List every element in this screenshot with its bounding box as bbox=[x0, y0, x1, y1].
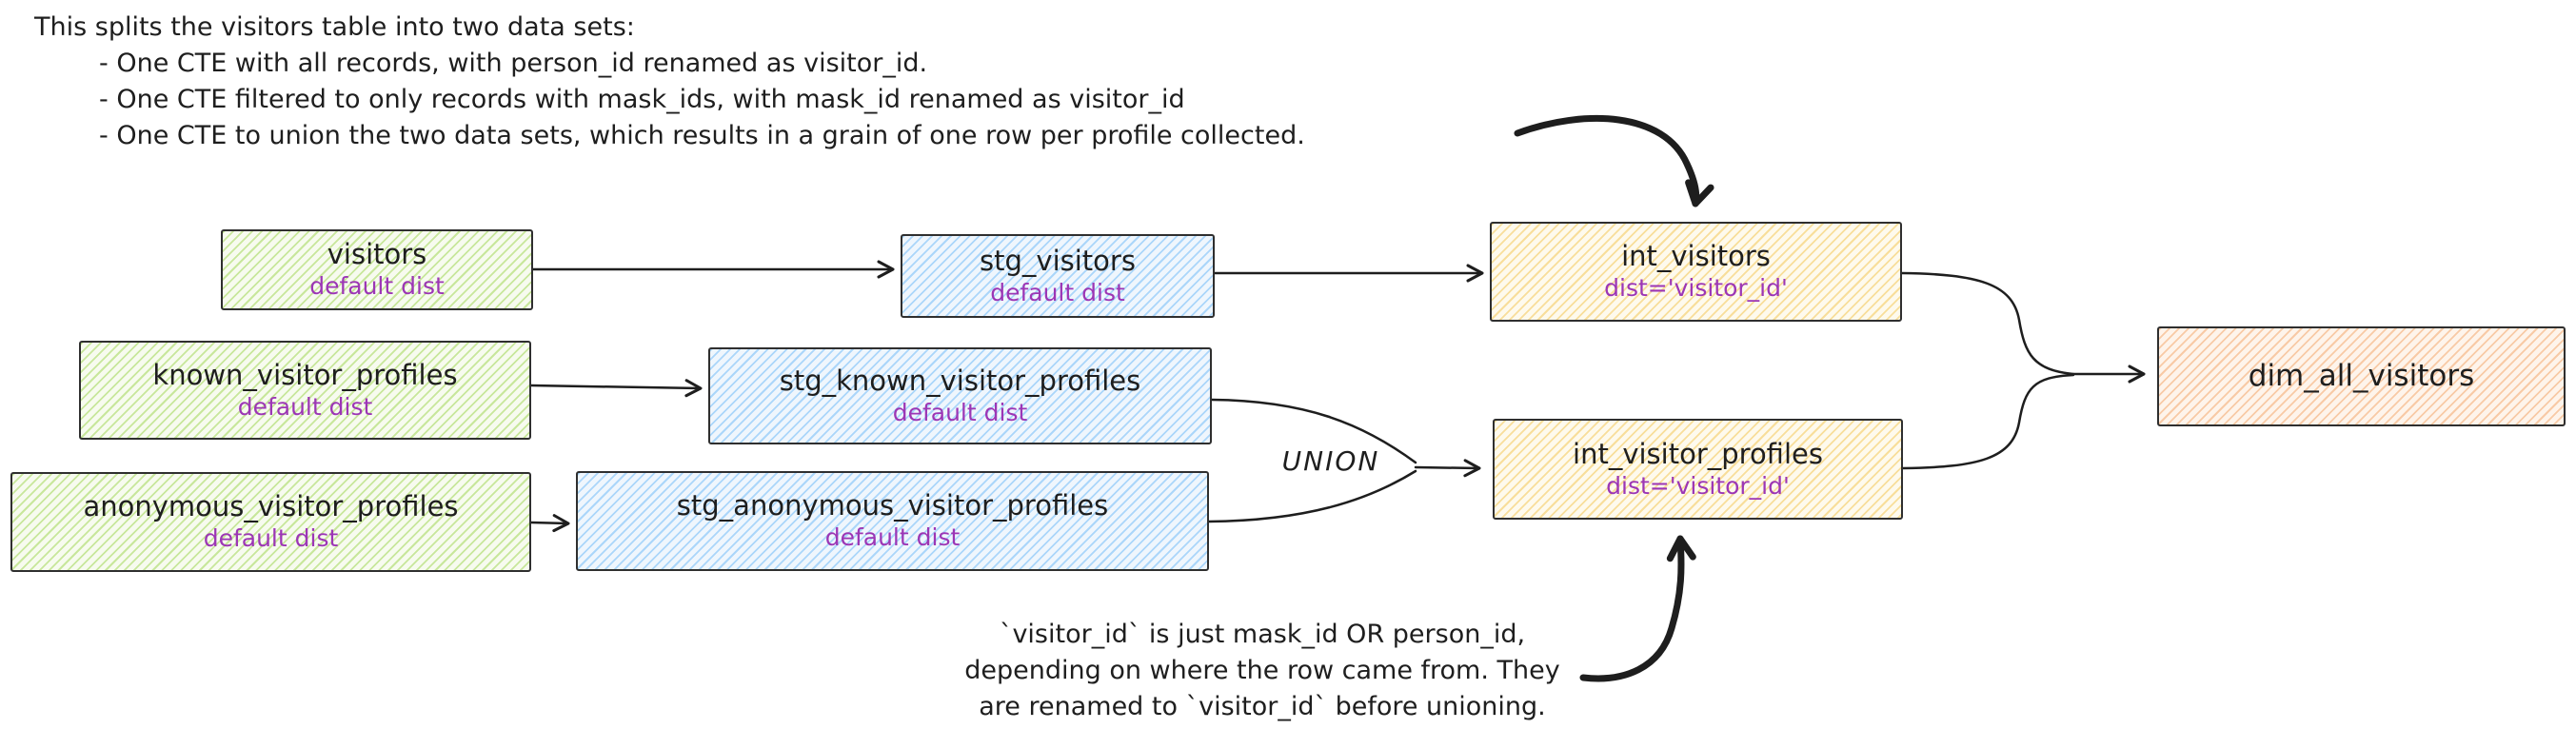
bottom-note-line-2: depending on where the row came from. Th… bbox=[964, 656, 1560, 685]
arrow-union-to-int-visitor-profiles bbox=[1414, 459, 1481, 478]
node-subtitle: default dist bbox=[237, 392, 373, 421]
union-label: UNION bbox=[1281, 445, 1380, 477]
bottom-note: `visitor_id` is just mask_id OR person_i… bbox=[942, 617, 1582, 725]
node-title: dim_all_visitors bbox=[2248, 359, 2475, 394]
bottom-note-line-3: are renamed to `visitor_id` before union… bbox=[979, 692, 1546, 721]
curve-int-visitor-profiles-to-merge bbox=[1901, 373, 2075, 470]
top-note: This splits the visitors table into two … bbox=[34, 10, 1305, 154]
curve-stg-anon-to-union bbox=[1207, 469, 1417, 523]
node-stg-anonymous-visitor-profiles: stg_anonymous_visitor_profiles default d… bbox=[576, 471, 1209, 571]
curve-stg-known-to-union bbox=[1210, 398, 1417, 464]
annotation-arrow-bottom-note-to-int-visitor-profiles bbox=[1579, 535, 1696, 682]
node-int-visitors: int_visitors dist='visitor_id' bbox=[1490, 222, 1902, 322]
top-note-bullet-2: - One CTE filtered to only records with … bbox=[99, 85, 1185, 114]
node-subtitle: default dist bbox=[309, 272, 445, 301]
curve-int-visitors-to-merge bbox=[1900, 271, 2075, 376]
arrow-known-to-stg-known bbox=[529, 379, 703, 398]
node-subtitle: default dist bbox=[824, 523, 961, 552]
node-title: known_visitor_profiles bbox=[152, 358, 458, 391]
node-title: visitors bbox=[327, 238, 427, 271]
node-subtitle: default dist bbox=[990, 278, 1125, 306]
bottom-note-line-1: `visitor_id` is just mask_id OR person_i… bbox=[999, 620, 1526, 649]
node-subtitle: dist='visitor_id' bbox=[1606, 471, 1790, 500]
node-subtitle: default dist bbox=[892, 398, 1028, 426]
node-title: stg_visitors bbox=[980, 244, 1136, 277]
node-title: stg_known_visitor_profiles bbox=[779, 364, 1141, 397]
node-title: int_visitors bbox=[1621, 240, 1771, 273]
node-known-visitor-profiles: known_visitor_profiles default dist bbox=[79, 341, 531, 440]
top-note-bullet-1: - One CTE with all records, with person_… bbox=[99, 49, 928, 78]
node-dim-all-visitors: dim_all_visitors bbox=[2157, 326, 2566, 426]
node-subtitle: default dist bbox=[203, 524, 339, 553]
annotation-arrow-top-note-to-int-visitors bbox=[1514, 114, 1714, 207]
node-title: stg_anonymous_visitor_profiles bbox=[676, 489, 1109, 522]
node-int-visitor-profiles: int_visitor_profiles dist='visitor_id' bbox=[1493, 419, 1903, 520]
arrow-anon-to-stg-anon bbox=[529, 514, 570, 533]
node-stg-known-visitor-profiles: stg_known_visitor_profiles default dist bbox=[708, 347, 1212, 444]
node-visitors: visitors default dist bbox=[221, 229, 533, 310]
top-note-bullet-3: - One CTE to union the two data sets, wh… bbox=[99, 121, 1305, 150]
top-note-title: This splits the visitors table into two … bbox=[34, 12, 635, 42]
node-stg-visitors: stg_visitors default dist bbox=[901, 234, 1215, 318]
node-subtitle: dist='visitor_id' bbox=[1604, 274, 1788, 303]
node-anonymous-visitor-profiles: anonymous_visitor_profiles default dist bbox=[10, 472, 531, 572]
node-title: anonymous_visitor_profiles bbox=[83, 490, 459, 523]
node-title: int_visitor_profiles bbox=[1573, 437, 1823, 470]
